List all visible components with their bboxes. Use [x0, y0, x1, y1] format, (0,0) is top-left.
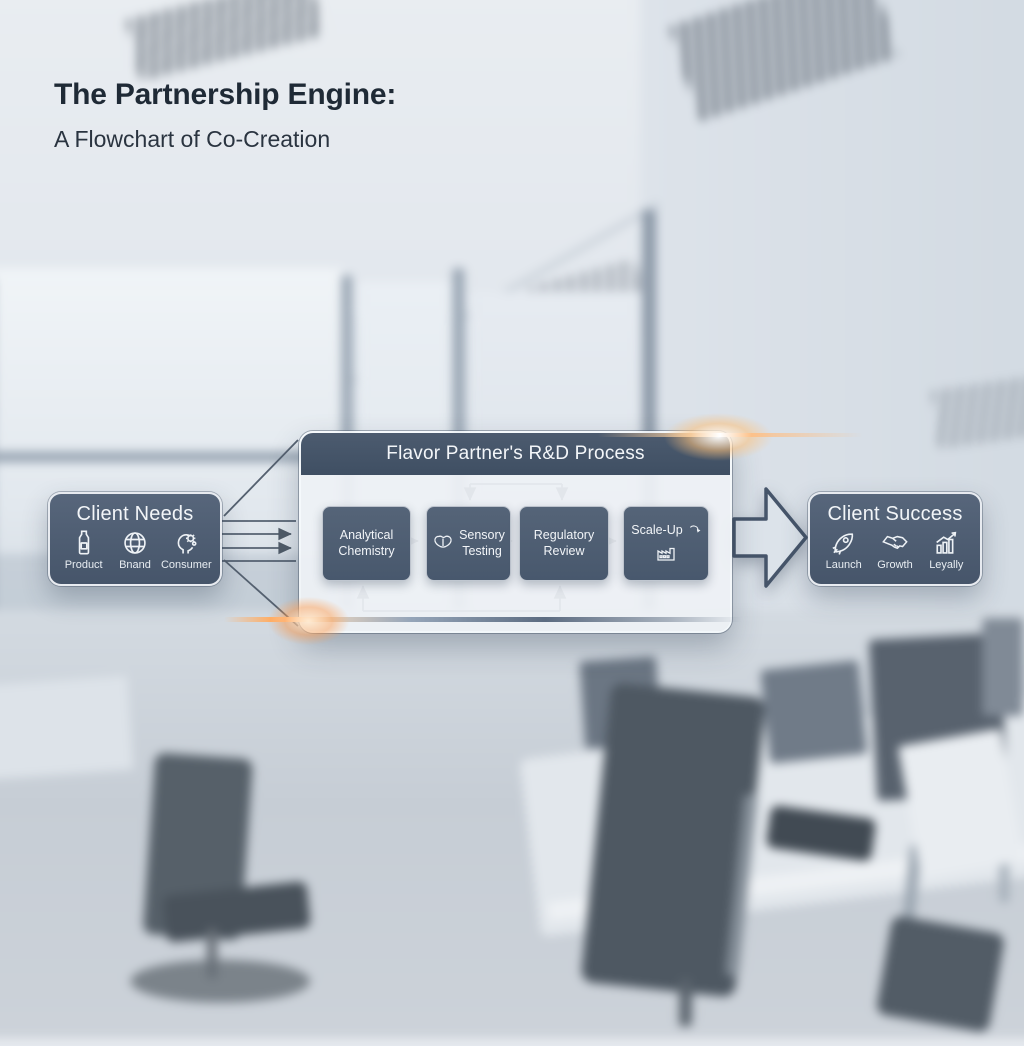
success-growth: Growth [869, 529, 920, 571]
step-label: Regulatory Review [533, 527, 595, 558]
step-regulatory-review: Regulatory Review [519, 506, 609, 581]
step-scale-up: Scale-Up [623, 506, 709, 581]
success-loyalty: Leyally [921, 529, 972, 571]
monitor [982, 618, 1024, 716]
cycle-arrow-icon [689, 525, 701, 533]
need-label: Bnand [119, 559, 151, 571]
head-gears-icon [177, 534, 197, 554]
rocket-icon [832, 533, 853, 555]
monitor [760, 660, 868, 764]
title-block: The Partnership Engine: A Flowchart of C… [54, 78, 396, 153]
office-chair [207, 929, 218, 979]
office-chair [130, 959, 311, 1003]
step-label: Scale-Up [631, 523, 683, 538]
rd-process-body: Analytical Chemistry Sensory Testing Reg… [301, 475, 730, 631]
client-needs-icons: Product Bnand Consumer [50, 529, 220, 571]
page-subtitle: A Flowchart of Co-Creation [54, 126, 331, 152]
need-label: Consumer [160, 559, 212, 571]
step-analytical-chemistry: Analytical Chemistry [322, 506, 411, 581]
success-label: Growth [877, 559, 913, 571]
client-success-title: Client Success [827, 503, 963, 525]
need-consumer: Consumer [161, 529, 212, 571]
handshake-icon [882, 535, 908, 550]
client-success-icons: Launch Growth Leyally [810, 529, 980, 571]
globe-icon [124, 532, 146, 554]
office-chair [875, 914, 1006, 1034]
growth-chart-icon [936, 531, 957, 554]
client-success-node: Client Success Launch Growth [808, 492, 982, 586]
success-label: Leyally [929, 559, 964, 571]
office-chair [679, 979, 692, 1027]
step-label: Analytical Chemistry [338, 527, 395, 558]
success-launch: Launch [818, 529, 869, 571]
window-mullion [0, 451, 351, 463]
need-label: Product [64, 559, 103, 571]
desk [0, 675, 134, 781]
factory-icon [657, 547, 675, 561]
tongue-icon [431, 529, 455, 558]
rd-process-header: Flavor Partner's R&D Process [301, 433, 730, 475]
need-product: Product [58, 529, 109, 571]
bottle-icon [78, 530, 89, 555]
success-label: Launch [825, 559, 862, 571]
page-title: The Partnership Engine: [54, 78, 397, 111]
client-needs-node: Client Needs Product Bnand Cons [48, 492, 222, 586]
step-label: Sensory Testing [459, 527, 505, 558]
client-needs-title: Client Needs [76, 503, 194, 525]
need-brand: Bnand [109, 529, 160, 571]
step-sensory-testing: Sensory Testing [426, 506, 511, 581]
rd-process-box: Flavor Partner's R&D Process Analytical … [299, 431, 732, 633]
